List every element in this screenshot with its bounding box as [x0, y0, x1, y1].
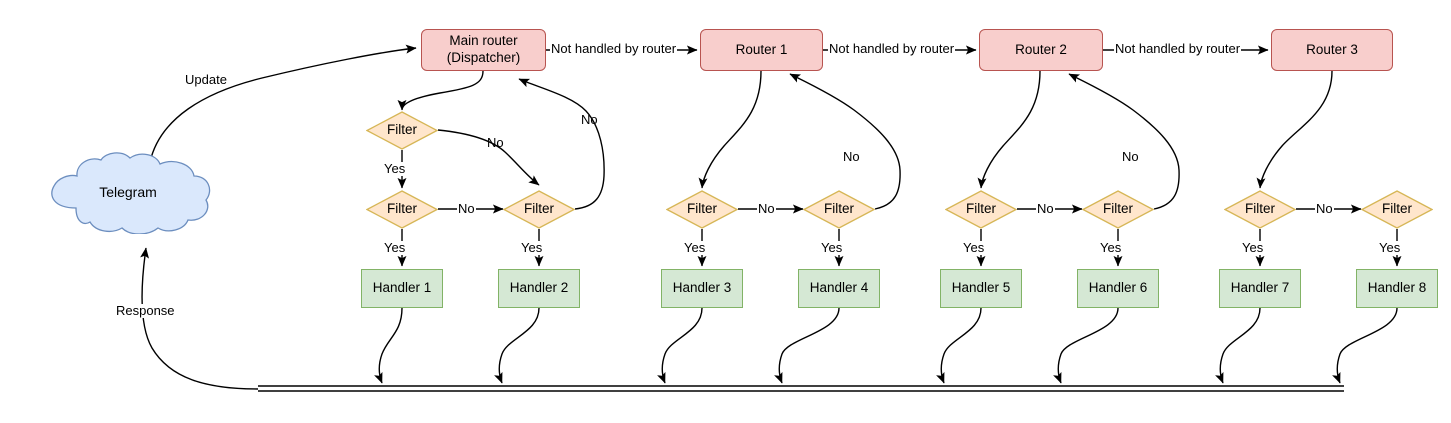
- edge-handler-4-to-bus: [774, 307, 840, 384]
- edge-handler-2-to-bus: [494, 307, 540, 384]
- node-filter-2[interactable]: Filter: [503, 190, 575, 229]
- node-handler-4[interactable]: Handler 4: [798, 269, 880, 308]
- router-1-label: Router 1: [735, 41, 788, 57]
- edge-handler-8-to-bus: [1332, 307, 1398, 384]
- filter-6-label: Filter: [1103, 201, 1133, 217]
- node-filter-a[interactable]: Filter: [366, 111, 438, 150]
- filter-5-label: Filter: [966, 201, 996, 217]
- edge-label-no-main-loop: No: [581, 112, 598, 127]
- edge-label-response: Response: [115, 303, 176, 319]
- edge-label-yes-3: Yes: [683, 240, 707, 256]
- edge-label-no-a: No: [487, 135, 504, 150]
- edge-label-update: Update: [184, 72, 228, 88]
- edge-handler-6-to-bus: [1053, 307, 1119, 384]
- diamond-icon: [666, 190, 738, 229]
- node-handler-6[interactable]: Handler 6: [1077, 269, 1159, 308]
- edge-router-2-to-filter-5: [977, 70, 1041, 189]
- edge-filter-4-to-router-1: [789, 73, 901, 210]
- node-router-1[interactable]: Router 1: [700, 29, 823, 71]
- filter-a-label: Filter: [387, 122, 417, 138]
- handler-5-label: Handler 5: [951, 280, 1011, 296]
- edge-label-yes-8: Yes: [1378, 240, 1402, 256]
- filter-7-label: Filter: [1245, 201, 1275, 217]
- edge-label-no-router-1-loop: No: [843, 149, 860, 164]
- node-main-router[interactable]: Main router (Dispatcher): [421, 29, 546, 71]
- edge-handler-5-to-bus: [936, 307, 982, 384]
- edge-label-no-5-6: No: [1036, 201, 1055, 217]
- node-telegram[interactable]: Telegram: [44, 152, 212, 234]
- node-filter-5[interactable]: Filter: [945, 190, 1017, 229]
- edge-handler-7-to-bus: [1215, 307, 1261, 384]
- edge-label-no-1-2: No: [457, 201, 476, 217]
- filter-2-label: Filter: [524, 201, 554, 217]
- edge-main-router-to-filter-a: [397, 70, 484, 111]
- edge-label-not-handled-1: Not handled by router: [550, 41, 678, 57]
- edge-label-yes-1: Yes: [383, 240, 407, 256]
- edge-router-1-to-filter-3: [698, 70, 762, 189]
- filter-4-label: Filter: [824, 201, 854, 217]
- filter-8-label: Filter: [1382, 201, 1412, 217]
- edge-label-not-handled-3: Not handled by router: [1114, 41, 1242, 57]
- diamond-icon: [366, 190, 438, 229]
- edge-handler-1-to-bus: [374, 307, 403, 384]
- edge-label-no-router-2-loop: No: [1122, 149, 1139, 164]
- edge-label-not-handled-2: Not handled by router: [828, 41, 956, 57]
- edge-filter-6-to-router-2: [1068, 73, 1180, 210]
- node-filter-8[interactable]: Filter: [1361, 190, 1433, 229]
- diamond-icon: [503, 190, 575, 229]
- diamond-icon: [1082, 190, 1154, 229]
- edge-handler-3-to-bus: [657, 307, 703, 384]
- edge-label-yes-5: Yes: [962, 240, 986, 256]
- node-router-2[interactable]: Router 2: [979, 29, 1103, 71]
- node-handler-1[interactable]: Handler 1: [361, 269, 443, 308]
- edge-router-3-to-filter-7: [1256, 70, 1333, 189]
- filter-3-label: Filter: [687, 201, 717, 217]
- filter-1-label: Filter: [387, 201, 417, 217]
- diamond-icon: [803, 190, 875, 229]
- edge-bus-to-telegram: [140, 247, 259, 390]
- node-handler-5[interactable]: Handler 5: [940, 269, 1022, 308]
- cloud-icon: [51, 152, 211, 234]
- handler-3-label: Handler 3: [672, 280, 732, 296]
- node-filter-1[interactable]: Filter: [366, 190, 438, 229]
- diamond-icon: [366, 111, 438, 150]
- edge-label-yes-4: Yes: [820, 240, 844, 256]
- node-filter-6[interactable]: Filter: [1082, 190, 1154, 229]
- router-3-label: Router 3: [1306, 41, 1358, 57]
- telegram-label: Telegram: [99, 184, 157, 201]
- node-filter-7[interactable]: Filter: [1224, 190, 1296, 229]
- handler-7-label: Handler 7: [1230, 280, 1290, 296]
- edge-label-no-3-4: No: [757, 201, 776, 217]
- node-filter-3[interactable]: Filter: [666, 190, 738, 229]
- handler-1-label: Handler 1: [372, 280, 432, 296]
- router-2-label: Router 2: [1015, 41, 1067, 57]
- response-bus: [258, 385, 1344, 392]
- handler-6-label: Handler 6: [1088, 280, 1148, 296]
- diamond-icon: [1224, 190, 1296, 229]
- edge-label-yes-6: Yes: [1099, 240, 1123, 256]
- node-handler-2[interactable]: Handler 2: [498, 269, 580, 308]
- diamond-icon: [1361, 190, 1433, 229]
- edge-label-yes-7: Yes: [1241, 240, 1265, 256]
- diamond-icon: [945, 190, 1017, 229]
- node-handler-7[interactable]: Handler 7: [1219, 269, 1301, 308]
- edge-label-yes-2: Yes: [520, 240, 544, 256]
- edge-label-no-7-8: No: [1315, 201, 1334, 217]
- edge-label-yes-a: Yes: [383, 161, 407, 177]
- node-handler-3[interactable]: Handler 3: [661, 269, 743, 308]
- main-router-label: Main router (Dispatcher): [446, 33, 521, 65]
- node-filter-4[interactable]: Filter: [803, 190, 875, 229]
- node-handler-8[interactable]: Handler 8: [1356, 269, 1438, 308]
- node-router-3[interactable]: Router 3: [1271, 29, 1393, 71]
- handler-8-label: Handler 8: [1367, 280, 1427, 296]
- handler-4-label: Handler 4: [809, 280, 869, 296]
- handler-2-label: Handler 2: [509, 280, 569, 296]
